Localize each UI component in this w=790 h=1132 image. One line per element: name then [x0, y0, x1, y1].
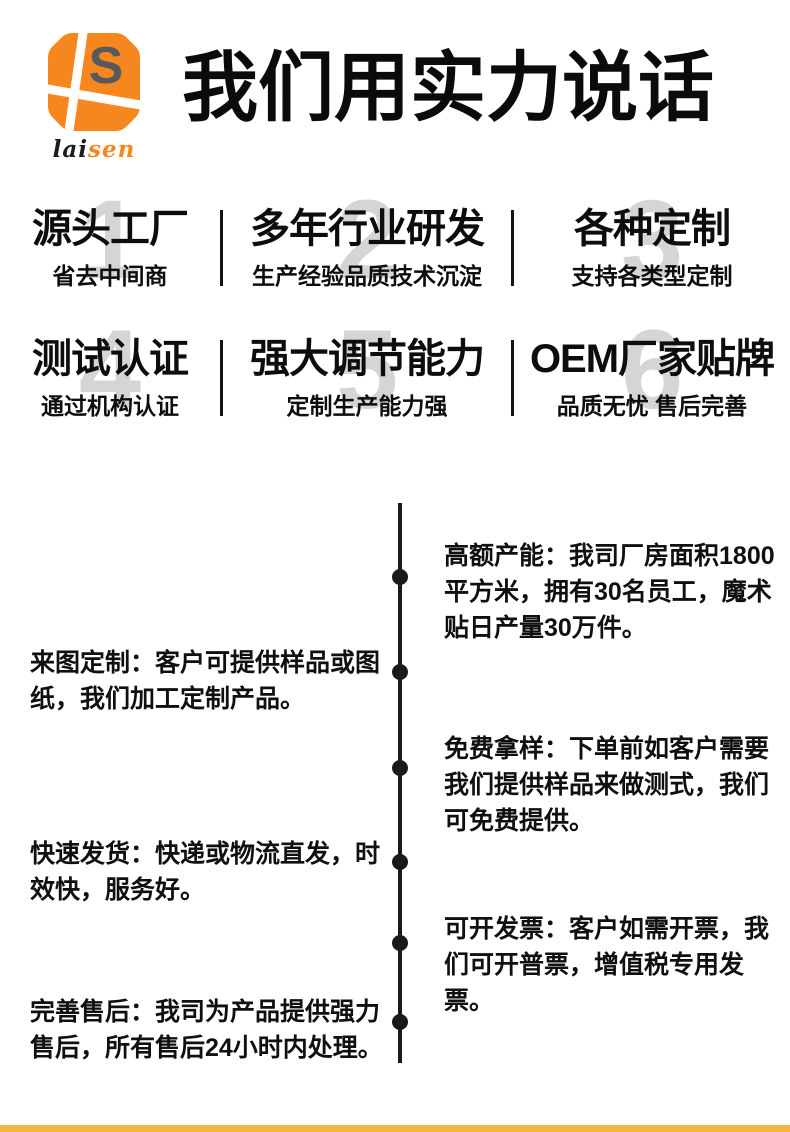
timeline-label: 来图定制： [30, 649, 156, 677]
timeline-dot-6 [392, 1014, 408, 1030]
vertical-divider [511, 210, 514, 286]
timeline-dot-3 [392, 760, 408, 776]
feature-item-5: 5 强大调节能力 定制生产能力强 [223, 314, 511, 438]
timeline-label: 完善售后： [30, 998, 156, 1026]
timeline-dot-4 [392, 854, 408, 870]
timeline-body: 我司为产品提供强力售后，所有售后24小时内处理。 [30, 998, 383, 1062]
timeline-item-free-sample: 免费拿样：下单前如客户需要我们提供样品来做测式，我们可免费提供。 [444, 731, 778, 839]
timeline-item-invoice: 可开发票：客户如需开票，我们可开普票，增值税专用发票。 [444, 911, 778, 1019]
logo-letter: S [89, 37, 124, 95]
features-row-1: 1 源头工厂 省去中间商 2 多年行业研发 生产经验品质技术沉淀 3 各种定制 … [0, 184, 790, 308]
feature-title: 各种定制 [574, 207, 731, 251]
timeline-body: 我司厂房面积1800平方米，拥有30名员工，魔术贴日产量30万件。 [444, 542, 775, 642]
feature-body: 源头工厂 省去中间商 [0, 188, 220, 291]
laisen-logo: S laisen [44, 30, 144, 163]
page-title: 我们用实力说话 [182, 46, 714, 131]
timeline-item-custom-drawing: 来图定制：客户可提供样品或图纸，我们加工定制产品。 [30, 645, 392, 717]
timeline-item-after-sales: 完善售后：我司为产品提供强力售后，所有售后24小时内处理。 [30, 994, 392, 1066]
timeline-label: 免费拿样： [444, 735, 570, 763]
logo-brand-black: lai [52, 136, 89, 163]
feature-title: 强大调节能力 [250, 337, 485, 381]
feature-body: 多年行业研发 生产经验品质技术沉淀 [223, 188, 511, 291]
timeline-item-fast-shipping: 快速发货：快递或物流直发，时效快，服务好。 [30, 836, 392, 908]
feature-body: 各种定制 支持各类型定制 [514, 188, 790, 291]
feature-body: 强大调节能力 定制生产能力强 [223, 318, 511, 421]
timeline-label: 高额产能： [444, 542, 570, 570]
logo-cross-lines [48, 33, 140, 131]
feature-title: OEM厂家贴牌 [529, 337, 775, 381]
timeline-body: 下单前如客户需要我们提供样品来做测式，我们可免费提供。 [444, 735, 770, 835]
timeline-line [398, 503, 402, 1063]
feature-subtitle: 通过机构认证 [41, 393, 179, 419]
logo-brand-orange: sen [88, 136, 136, 163]
feature-body: 测试认证 通过机构认证 [0, 318, 220, 421]
feature-body: OEM厂家贴牌 品质无忧 售后完善 [514, 318, 790, 421]
logo-brand-text: laisen [44, 136, 144, 163]
feature-title: 源头工厂 [32, 207, 189, 251]
footer-accent-bar [0, 1125, 790, 1132]
timeline-dot-2 [392, 664, 408, 680]
timeline-dot-1 [392, 569, 408, 585]
feature-subtitle: 生产经验品质技术沉淀 [252, 263, 482, 289]
feature-item-3: 3 各种定制 支持各类型定制 [514, 184, 790, 308]
timeline-dot-5 [392, 935, 408, 951]
feature-title: 测试认证 [32, 337, 189, 381]
vertical-divider [511, 340, 514, 416]
timeline-body: 客户如需开票，我们可开普票，增值税专用发票。 [444, 915, 770, 1015]
timeline-body: 快递或物流直发，时效快，服务好。 [30, 840, 381, 904]
feature-item-6: 6 OEM厂家贴牌 品质无忧 售后完善 [514, 314, 790, 438]
features-row-2: 4 测试认证 通过机构认证 5 强大调节能力 定制生产能力强 6 OEM厂家贴牌… [0, 314, 790, 438]
feature-title: 多年行业研发 [250, 207, 485, 251]
laisen-logo-icon: S [48, 33, 140, 131]
feature-subtitle: 省去中间商 [52, 263, 168, 289]
feature-subtitle: 品质无忧 售后完善 [556, 393, 748, 419]
timeline-item-capacity: 高额产能：我司厂房面积1800平方米，拥有30名员工，魔术贴日产量30万件。 [444, 538, 778, 646]
timeline-label: 可开发票： [444, 915, 570, 943]
timeline-body: 客户可提供样品或图纸，我们加工定制产品。 [30, 649, 381, 713]
feature-subtitle: 定制生产能力强 [286, 393, 448, 419]
feature-subtitle: 支持各类型定制 [571, 263, 733, 289]
feature-item-2: 2 多年行业研发 生产经验品质技术沉淀 [223, 184, 511, 308]
feature-item-1: 1 源头工厂 省去中间商 [0, 184, 220, 308]
vertical-divider [220, 340, 223, 416]
feature-item-4: 4 测试认证 通过机构认证 [0, 314, 220, 438]
timeline-label: 快速发货： [30, 840, 156, 868]
vertical-divider [220, 210, 223, 286]
